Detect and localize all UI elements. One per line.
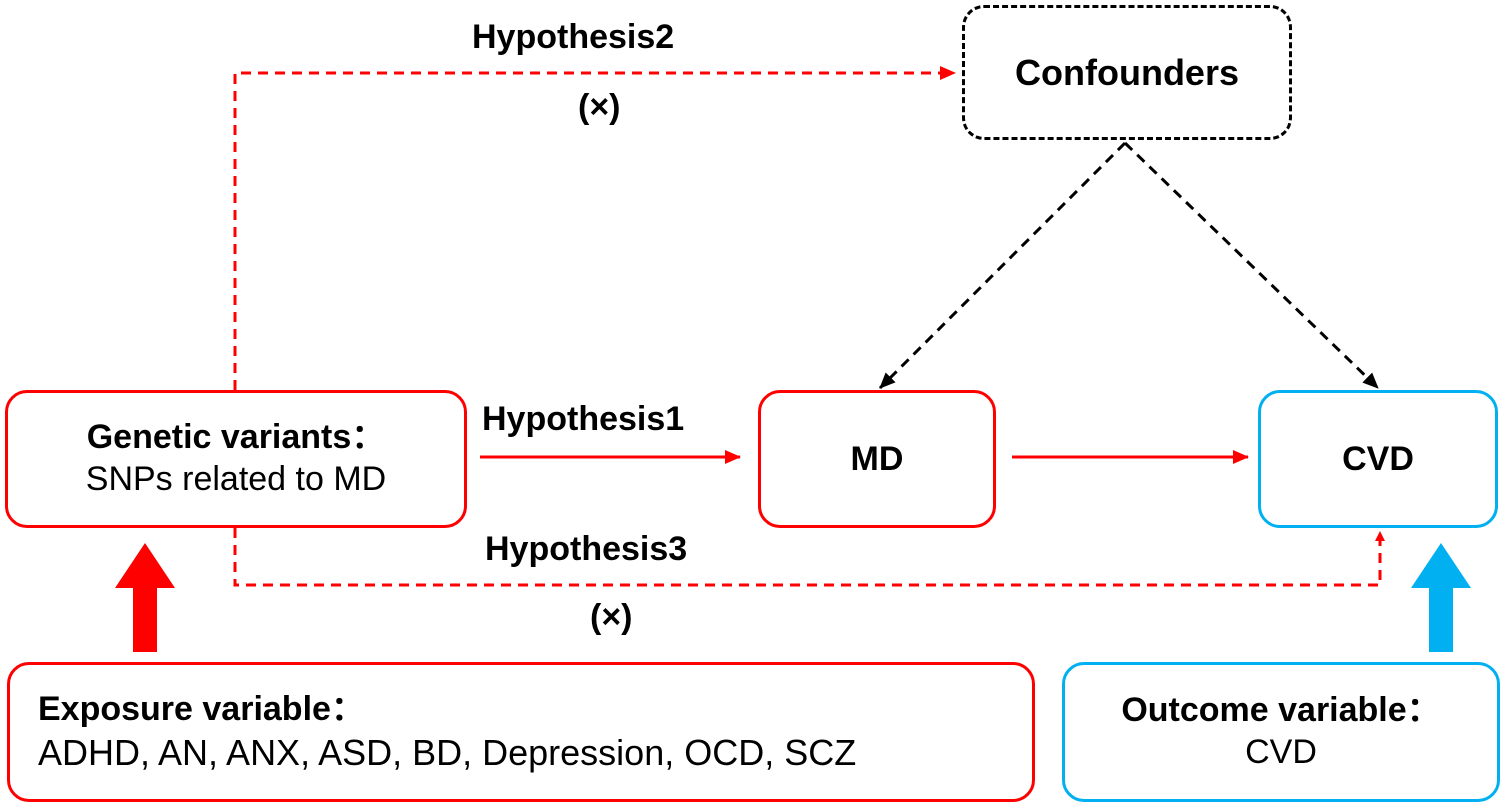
- hypothesis2-mark: (×): [578, 88, 621, 126]
- hypothesis1-label: Hypothesis1: [482, 400, 685, 438]
- hypothesis3-label: Hypothesis3: [485, 530, 688, 568]
- hypothesis3-mark: (×): [590, 598, 633, 636]
- exposure-variable-node: Exposure variable： ADHD, AN, ANX, ASD, B…: [7, 662, 1035, 802]
- genetic-variants-subtitle: SNPs related to MD: [85, 460, 387, 499]
- cvd-label: CVD: [1342, 439, 1414, 478]
- hypothesis2-label: Hypothesis2: [472, 18, 675, 56]
- md-node: MD: [758, 390, 996, 528]
- hypothesis3-arrow: [233, 528, 1385, 587]
- confounders-node: Confounders: [962, 5, 1292, 140]
- outcome-variable-value: CVD: [1245, 733, 1317, 772]
- cvd-node: CVD: [1258, 390, 1498, 528]
- confounder-to-md-arrow: [878, 141, 1127, 390]
- hypothesis2-arrow: [233, 66, 956, 390]
- outcome-up-arrow: [1411, 543, 1471, 652]
- genetic-variants-title: Genetic variants：: [86, 418, 386, 457]
- confounder-to-cvd-arrow: [1123, 141, 1380, 390]
- md-label: MD: [850, 439, 904, 478]
- confounders-label: Confounders: [1015, 51, 1239, 93]
- outcome-variable-title: Outcome variable：: [1121, 691, 1441, 730]
- exposure-variable-title: Exposure variable：: [38, 690, 365, 729]
- exposure-variable-list: ADHD, AN, ANX, ASD, BD, Depression, OCD,…: [38, 731, 857, 773]
- exposure-up-arrow: [115, 543, 175, 652]
- outcome-variable-node: Outcome variable： CVD: [1062, 662, 1500, 802]
- genetic-variants-node: Genetic variants： SNPs related to MD: [5, 390, 467, 528]
